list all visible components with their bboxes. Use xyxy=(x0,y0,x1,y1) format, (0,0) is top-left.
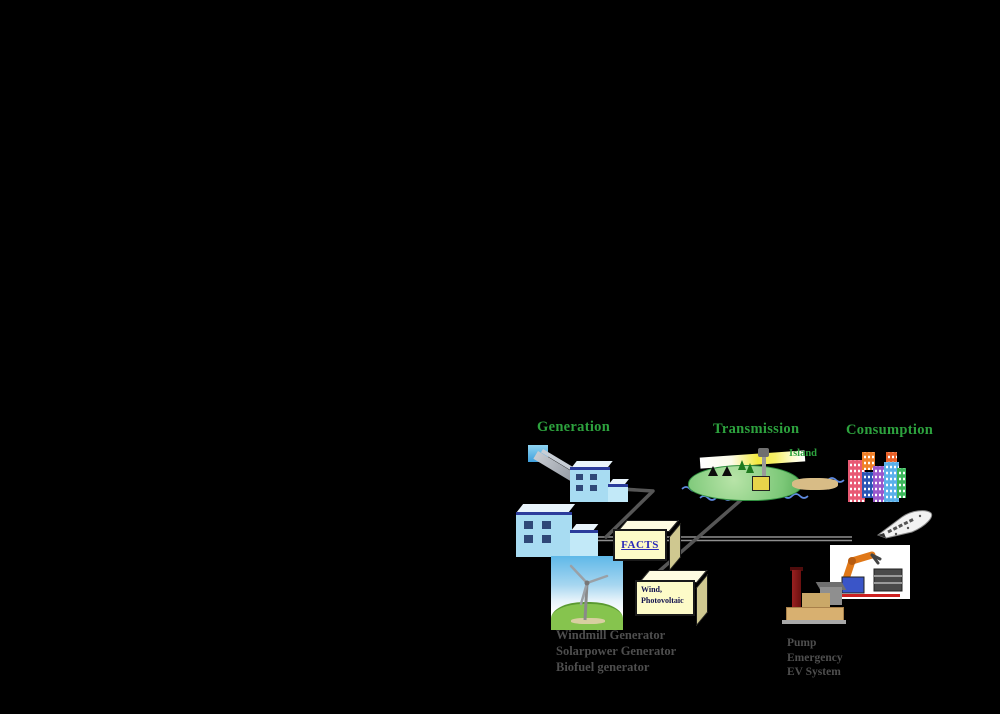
plant-window xyxy=(524,521,533,529)
caption-line: Solarpower Generator xyxy=(556,644,677,658)
large-power-plant-icon xyxy=(514,501,600,557)
plant-window xyxy=(542,535,551,543)
island-illustration xyxy=(680,445,855,507)
converter-box-icon xyxy=(752,476,770,491)
transmission-heading: Transmission xyxy=(713,421,800,437)
pump-station-icon xyxy=(782,565,848,625)
bullet-train-icon xyxy=(874,504,938,542)
plant-annex xyxy=(570,530,598,557)
facts-box-front: FACTS xyxy=(613,529,667,561)
station-front-wall xyxy=(786,607,844,621)
caption-line: Pump xyxy=(787,637,817,649)
island-label: Island xyxy=(789,448,818,459)
facts-box-side xyxy=(669,522,681,572)
plant-body xyxy=(570,467,610,502)
consumption-heading: Consumption xyxy=(846,422,934,438)
caption-line: Biofuel generator xyxy=(556,660,650,674)
plant-window xyxy=(576,485,583,491)
wind-turbine-icon xyxy=(569,564,609,621)
pine-tree-icon xyxy=(738,460,746,470)
industrial-robot-icon xyxy=(830,545,910,599)
facts-label: FACTS xyxy=(621,539,659,551)
facts-device: FACTS xyxy=(610,516,681,572)
island-land xyxy=(688,465,802,501)
chimney xyxy=(792,570,801,618)
building-lightblue xyxy=(884,462,899,502)
transmission-tower-icon xyxy=(762,453,766,479)
generation-caption: Windmill Generator Solarpower Generator … xyxy=(556,627,676,675)
plant-window xyxy=(590,485,597,491)
plant-window xyxy=(542,521,551,529)
island-sand-bar xyxy=(792,478,838,490)
city-buildings-icon xyxy=(846,450,908,506)
plant-window xyxy=(576,474,583,480)
generation-heading: Generation xyxy=(537,419,611,435)
plant-body xyxy=(516,512,572,557)
tower-lamp-icon xyxy=(758,448,769,457)
station-base xyxy=(782,620,846,624)
wind-pv-device: Wind, Photovoltaic xyxy=(632,565,708,627)
caption-line: EV System xyxy=(787,666,841,678)
wind-pv-label-line2: Photovoltaic xyxy=(641,595,684,605)
wind-pv-label-line1: Wind, xyxy=(641,585,662,594)
tree-icon xyxy=(708,466,718,476)
building-red xyxy=(886,452,897,463)
plant-roof xyxy=(516,504,576,512)
caption-line: Windmill Generator xyxy=(556,628,666,642)
tree-icon xyxy=(722,466,732,476)
chimney-cap xyxy=(790,567,803,571)
building-green xyxy=(897,468,906,498)
consumption-caption: Pump Emergency EV System xyxy=(787,636,843,680)
building-orange xyxy=(862,452,875,470)
building-purple xyxy=(873,466,885,502)
caption-line: Emergency xyxy=(787,651,843,664)
building-darkblue xyxy=(862,472,875,498)
wind-pv-box-side xyxy=(696,573,708,627)
wind-turbine-photo xyxy=(551,556,623,630)
generator-tie-line xyxy=(604,487,655,539)
wind-pv-box-front: Wind, Photovoltaic xyxy=(635,580,695,616)
pine-tree-icon xyxy=(746,463,754,473)
plant-annex xyxy=(608,484,628,502)
small-power-plant-icon xyxy=(566,458,629,506)
building-pink xyxy=(848,460,865,502)
turbine-base-path xyxy=(571,618,605,624)
plant-window xyxy=(524,535,533,543)
plant-window xyxy=(590,474,597,480)
station-tan-block xyxy=(802,593,830,609)
